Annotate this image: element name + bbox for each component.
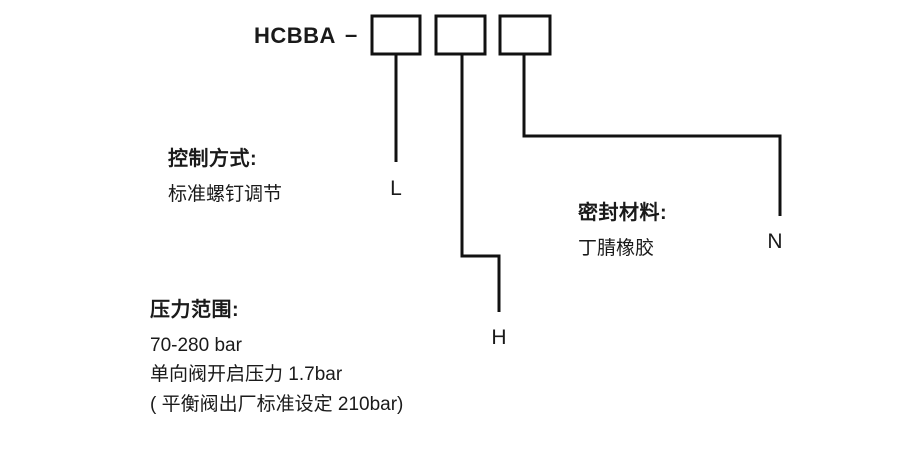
annotation-pressure-line-1: 70-280 bar bbox=[150, 335, 242, 356]
code-letter-pressure: H bbox=[491, 326, 507, 349]
annotation-pressure-title: 压力范围: bbox=[150, 299, 240, 321]
annotation-control-title: 控制方式: bbox=[168, 148, 258, 170]
leader-line-3 bbox=[522, 54, 782, 216]
annotation-seal-line-1: 丁腈橡胶 bbox=[578, 238, 655, 259]
model-code-prefix: HCBBA bbox=[254, 23, 336, 48]
code-box-2[interactable] bbox=[434, 14, 487, 56]
code-letter-seal: N bbox=[767, 230, 783, 253]
annotation-seal-material: 密封材料: 丁腈橡胶 bbox=[578, 196, 667, 263]
model-code-separator: – bbox=[345, 22, 358, 47]
annotation-control-line-1: 标准螺钉调节 bbox=[168, 184, 283, 205]
leader-line-2 bbox=[460, 54, 501, 312]
code-box-3[interactable] bbox=[498, 14, 552, 56]
annotation-pressure-line-3: ( 平衡阀出厂标准设定 210bar) bbox=[150, 393, 404, 415]
annotation-pressure-line-2: 单向阀开启压力 1.7bar bbox=[150, 364, 343, 386]
code-letter-control: L bbox=[390, 177, 402, 200]
code-box-1[interactable] bbox=[370, 14, 422, 56]
annotation-seal-title: 密封材料: bbox=[578, 202, 668, 224]
annotation-control-method: 控制方式: 标准螺钉调节 bbox=[168, 142, 282, 209]
annotation-pressure-range: 压力范围: 70-280 bar 单向阀开启压力 1.7bar ( 平衡阀出厂标… bbox=[150, 293, 403, 419]
